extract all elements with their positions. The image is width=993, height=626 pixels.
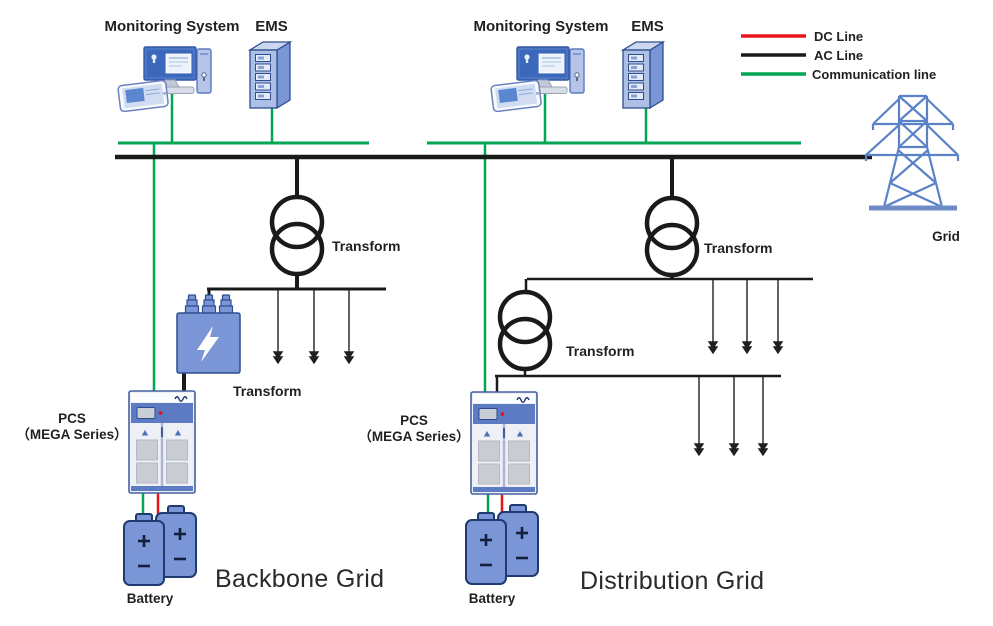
monitoring-system-label-1: Monitoring System [104, 18, 240, 35]
battery-label-2: Battery [468, 591, 516, 606]
legend-comm-label: Communication line [812, 67, 937, 82]
distribution-grid-title: Distribution Grid [580, 567, 765, 595]
communication-lines [118, 92, 801, 524]
battery-2 [464, 503, 540, 586]
ac-lines [115, 154, 872, 394]
pcs-label-2-line1: PCS [400, 413, 428, 428]
monitoring-system-1 [116, 46, 212, 113]
pcs-label-2-line2: （MEGA Series） [358, 428, 470, 444]
transformer-1-symbol [269, 194, 325, 277]
legend-swatches [741, 34, 806, 76]
transformer-2b-symbol [497, 289, 553, 372]
backbone-grid-title: Backbone Grid [215, 565, 385, 593]
pcs-label-1-line2: （MEGA Series） [16, 426, 128, 442]
ems-1 [249, 41, 291, 109]
ems-label-1: EMS [255, 18, 288, 35]
lightning-bolt-icon [197, 326, 219, 362]
transformer-2a-symbol [644, 195, 700, 278]
battery-label-1: Battery [126, 591, 174, 606]
transformer-box-icon [176, 289, 241, 374]
monitoring-system-2 [489, 46, 585, 113]
pcs-2 [469, 390, 539, 496]
pcs-label-1: PCS （MEGA Series） [16, 411, 128, 443]
dc-lines [156, 490, 504, 521]
battery-1 [122, 504, 198, 587]
transformer-label-2a: Transform [704, 240, 773, 256]
ems-label-2: EMS [631, 18, 664, 35]
transformer-label-2b: Transform [566, 343, 635, 359]
monitoring-system-label-2: Monitoring System [473, 18, 609, 35]
grid-tower-icon [864, 94, 960, 211]
ems-2 [622, 41, 664, 109]
transformer-label-1: Transform [332, 238, 401, 254]
legend-dc-label: DC Line [814, 29, 864, 44]
legend-ac-label: AC Line [814, 48, 864, 63]
pcs-1 [127, 389, 197, 495]
transformer-box-label-1: Transform [233, 383, 302, 399]
pcs-label-2: PCS （MEGA Series） [358, 413, 470, 445]
pcs-label-1-line1: PCS [58, 411, 86, 426]
feeder-arrows [273, 280, 783, 456]
grid-label: Grid [932, 229, 960, 244]
